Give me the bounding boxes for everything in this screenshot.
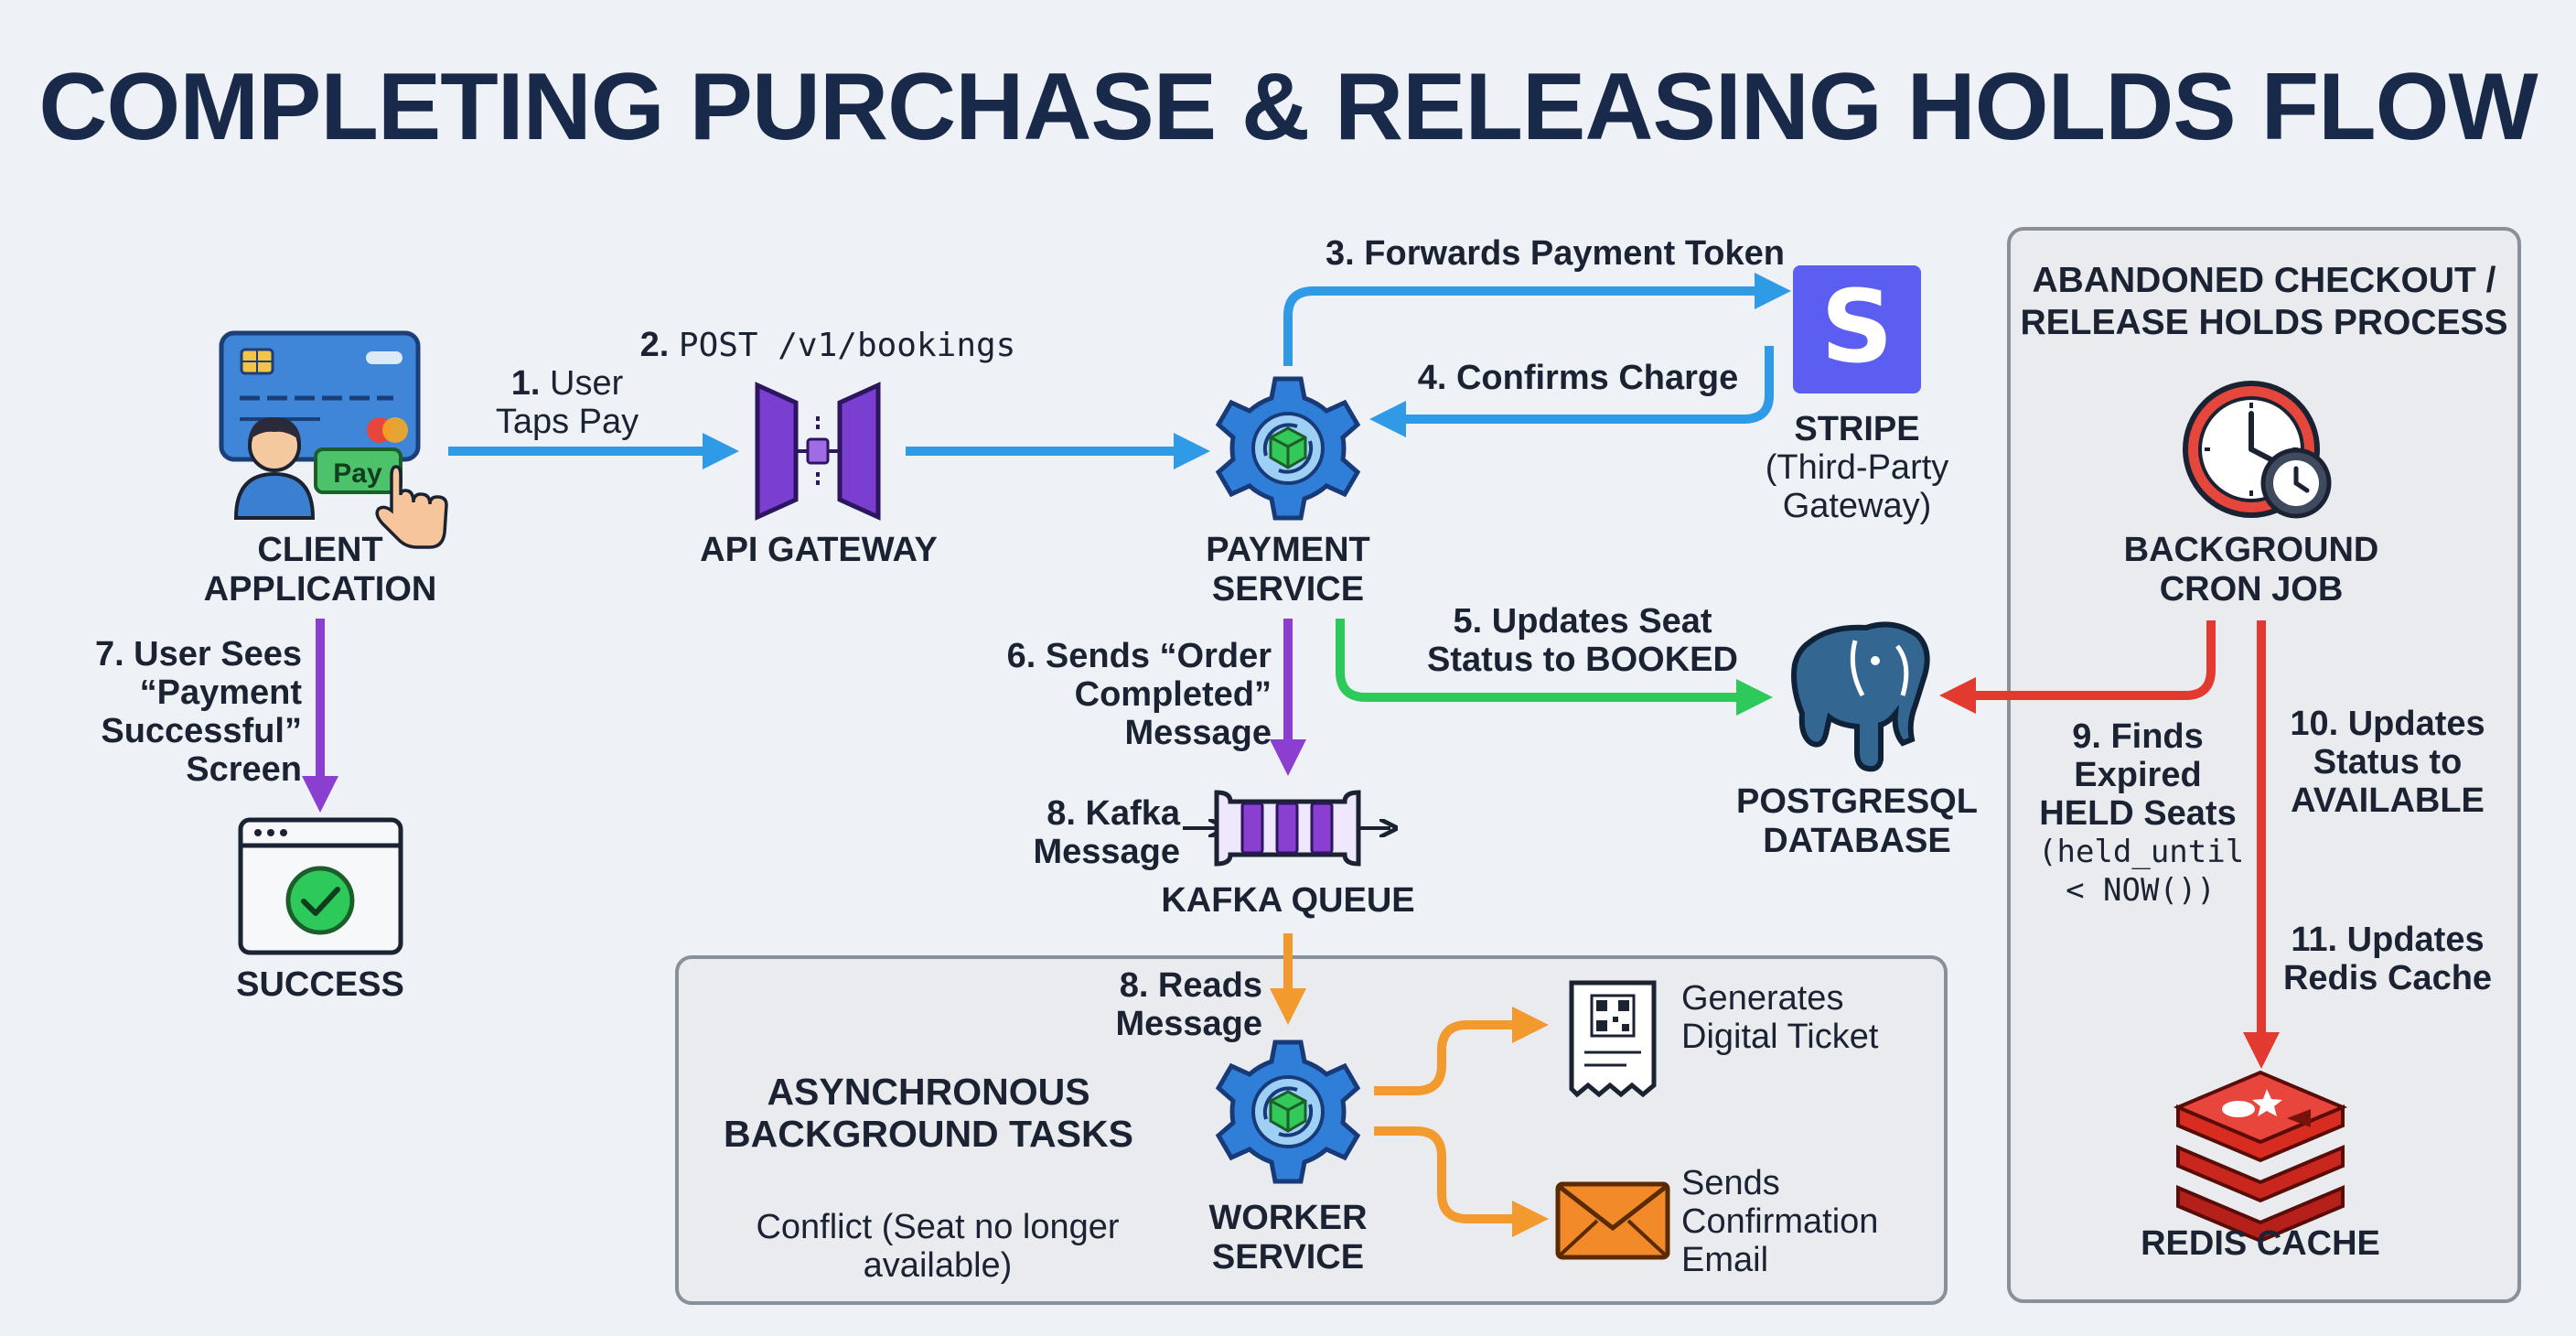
step-8b-label: 8. Reads Message — [1115, 966, 1262, 1043]
step-9-text: 9. Finds Expired HELD Seats — [2039, 717, 2237, 833]
ticket-label: Generates Digital Ticket — [1681, 979, 1879, 1056]
arrow-worker-to-email — [1374, 1126, 1549, 1237]
step-5-line-1: 5. Updates Seat — [1453, 602, 1712, 641]
stripe-subtitle: (Third-Party Gateway) — [1765, 448, 1949, 525]
step-2-endpoint: POST /v1/bookings — [678, 327, 1016, 364]
step-1-label: 1. User Taps Pay — [476, 364, 659, 441]
redis-cache-label: REDIS CACHE — [2141, 1224, 2380, 1263]
tapping-hand-icon — [375, 465, 448, 549]
success-window-icon — [238, 817, 403, 955]
step-3-label: 3. Forwards Payment Token — [1326, 234, 1785, 273]
api-gateway-icon — [755, 382, 881, 521]
arrow-payment-to-stripe — [1283, 273, 1791, 366]
envelope-icon — [1555, 1181, 1670, 1260]
step-10-label: 10. Updates Status to AVAILABLE — [2290, 705, 2485, 820]
step-8a-label: 8. Kafka Message — [1033, 794, 1180, 871]
small-clock-icon — [2260, 447, 2332, 519]
arrow-payment-to-postgres — [1336, 619, 1773, 716]
step-9-label: 9. Finds Expired HELD Seats (held_until … — [2033, 717, 2245, 910]
pay-button-label: Pay — [333, 458, 382, 489]
email-label: Sends Confirmation Email — [1681, 1164, 1879, 1279]
step-1-number: 1. — [510, 364, 541, 403]
stripe-logo-icon: S — [1793, 265, 1921, 393]
step-1-text: User Taps Pay — [495, 364, 639, 441]
kafka-queue-icon — [1183, 790, 1390, 867]
digital-ticket-icon — [1569, 980, 1657, 1098]
stripe-label: STRIPE — [1794, 410, 1920, 448]
step-6-label: 6. Sends “Order Completed” Message — [1006, 637, 1272, 752]
user-avatar-icon — [233, 416, 316, 520]
step-2-number: 2. — [639, 326, 670, 364]
pay-button-icon: Pay — [314, 447, 402, 494]
redis-cache-icon — [2173, 1070, 2348, 1244]
checkmark-circle-icon — [285, 866, 355, 935]
page-title: COMPLETING PURCHASE & RELEASING HOLDS FL… — [38, 54, 2538, 160]
stripe-logo-letter: S — [1820, 268, 1893, 385]
step-11-label: 11. Updates Redis Cache — [2282, 921, 2493, 997]
postgresql-label: POSTGRESQL DATABASE — [1736, 782, 1978, 860]
arrow-worker-to-ticket — [1374, 1007, 1549, 1095]
step-7-label: 7. User Sees “Payment Successful” Screen — [94, 635, 302, 789]
async-tasks-header: ASYNCHRONOUS BACKGROUND TASKS — [724, 1071, 1133, 1155]
payment-service-gear-icon — [1218, 379, 1358, 518]
step-2-label: 2. POST /v1/bookings — [627, 326, 1029, 365]
abandoned-checkout-header: ABANDONED CHECKOUT / RELEASE HOLDS PROCE… — [2020, 261, 2508, 342]
step-5-line-2: Status to BOOKED — [1427, 641, 1738, 679]
arrow-cron-to-postgres — [1939, 620, 2216, 714]
kafka-queue-label: KAFKA QUEUE — [1161, 881, 1415, 920]
step-5-label: 5. Updates Seat Status to BOOKED — [1390, 602, 1775, 679]
postgresql-elephant-icon — [1791, 621, 1930, 772]
conflict-note: Conflict (Seat no longer available) — [756, 1208, 1120, 1285]
step-9-code: (held_until < NOW()) — [2038, 834, 2245, 909]
success-label: SUCCESS — [236, 965, 404, 1004]
arrow-stripe-to-payment — [1369, 346, 1774, 437]
worker-service-label: WORKER SERVICE — [1208, 1199, 1368, 1277]
client-application-label: CLIENT APPLICATION — [203, 531, 437, 609]
payment-service-label: PAYMENT SERVICE — [1206, 531, 1370, 609]
step-4-label: 4. Confirms Charge — [1417, 359, 1739, 397]
api-gateway-label: API GATEWAY — [700, 531, 938, 569]
cron-job-label: BACKGROUND CRON JOB — [2123, 531, 2379, 609]
